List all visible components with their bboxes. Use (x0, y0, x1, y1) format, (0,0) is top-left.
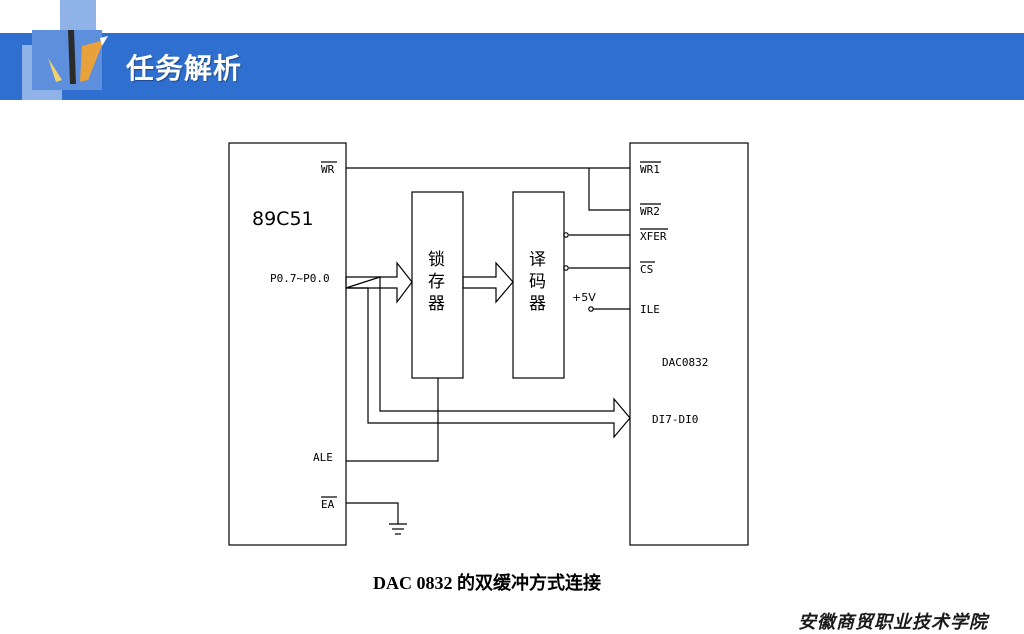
pin-cs-label: CS (640, 263, 653, 276)
latch-to-decoder-arrow (462, 261, 514, 304)
pin-data-label: DI7-DI0 (652, 413, 698, 426)
header-bar (0, 33, 1024, 100)
decoder-label-3: 器 (529, 294, 546, 314)
dac-name-label: DAC0832 (662, 356, 708, 369)
wr2-branch-line (588, 168, 630, 211)
ea-line (346, 502, 399, 524)
supply-label: +5V (572, 291, 596, 304)
figure-caption: DAC 0832 的双缓冲方式连接 (373, 573, 601, 593)
mcu-89c51-block (228, 142, 347, 546)
latch-label-2: 存 (428, 272, 445, 292)
ale-line (346, 378, 439, 462)
pen-and-brush-icon (22, 0, 108, 100)
pin-ale-label: ALE (313, 451, 333, 464)
pin-ea-label: EA (321, 498, 335, 511)
port-to-latch-arrow (345, 261, 413, 304)
data-bus-arrow (345, 276, 631, 439)
decoder-block (512, 191, 565, 379)
latch-label-3: 器 (428, 294, 445, 314)
latch-label-1: 锁 (428, 250, 445, 270)
decoder-label-2: 码 (529, 272, 546, 292)
page-title: 任务解析 (126, 52, 243, 85)
pin-wr-label: WR (321, 163, 335, 176)
pin-wr2-label: WR2 (640, 205, 660, 218)
decoder-label-1: 译 (529, 250, 546, 270)
pin-wr1-label: WR1 (640, 163, 660, 176)
dac0832-block (629, 142, 749, 546)
pin-port-label: P0.7~P0.0 (270, 272, 330, 285)
school-name: 安徽商贸职业技术学院 (798, 612, 988, 633)
ground-symbol-icon (389, 523, 407, 535)
pin-xfer-label: XFER (640, 230, 667, 243)
pin-ile-label: ILE (640, 303, 660, 316)
mcu-name-label: 89C51 (252, 208, 314, 230)
